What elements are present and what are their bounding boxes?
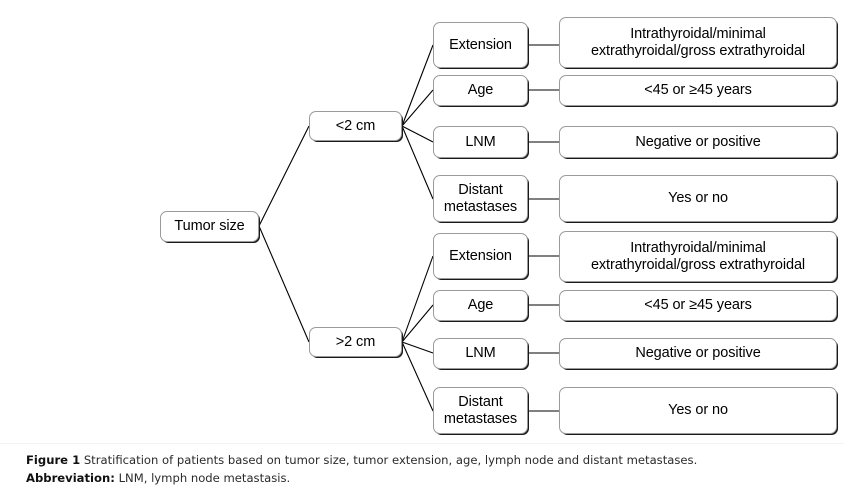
node-values-distant-metastases-lt2-label: Yes or no bbox=[668, 190, 728, 207]
edge-lt2-to-extension bbox=[401, 44, 434, 127]
node-tumor-size[interactable]: Tumor size bbox=[160, 211, 259, 242]
node-factor-age-gt2-label: Age bbox=[467, 297, 494, 314]
node-factor-age-lt2-label: Age bbox=[467, 82, 494, 99]
caption-abbreviation-line: Abbreviation: LNM, lymph node metastasis… bbox=[26, 470, 836, 488]
node-values-distant-metastases-lt2[interactable]: Yes or no bbox=[559, 175, 837, 222]
edge-gt2-to-distant bbox=[401, 341, 434, 412]
node-values-age-gt2-label: <45 or ≥45 years bbox=[644, 297, 752, 314]
node-tumor-size-label: Tumor size bbox=[174, 218, 245, 235]
node-factor-extension-lt2-label: Extension bbox=[449, 36, 512, 53]
node-factor-lnm-gt2-label: LNM bbox=[465, 345, 496, 362]
caption-abbreviation-lead: Abbreviation: bbox=[26, 470, 115, 485]
node-values-age-lt2-label: <45 or ≥45 years bbox=[644, 82, 752, 99]
node-values-extension-lt2-label: Intrathyroidal/minimal extrathyroidal/gr… bbox=[590, 25, 806, 59]
caption-figure-text: Stratification of patients based on tumo… bbox=[80, 453, 698, 467]
figure-diagram: Tumor size <2 cm >2 cm Extension Intrath… bbox=[160, 17, 837, 434]
node-values-lnm-lt2-label: Negative or positive bbox=[635, 133, 761, 150]
edge-gt2-to-lnm bbox=[401, 341, 434, 354]
node-factor-distant-metastases-lt2[interactable]: Distant metastases bbox=[433, 175, 528, 222]
edge-lt2-to-lnm bbox=[401, 125, 434, 143]
node-factor-distant-metastases-gt2[interactable]: Distant metastases bbox=[433, 387, 528, 434]
node-factor-lnm-lt2[interactable]: LNM bbox=[433, 126, 528, 158]
node-size-lt-2cm[interactable]: <2 cm bbox=[309, 111, 402, 141]
edge-lt2-to-distant bbox=[401, 125, 434, 200]
node-factor-distant-metastases-gt2-label: Distant metastases bbox=[443, 393, 518, 427]
edge-gt2-to-extension bbox=[401, 255, 434, 343]
node-values-lnm-gt2[interactable]: Negative or positive bbox=[559, 338, 837, 369]
node-size-lt-2cm-label: <2 cm bbox=[335, 117, 376, 134]
edge-lt2-to-age bbox=[401, 89, 434, 127]
node-factor-distant-metastases-lt2-label: Distant metastases bbox=[443, 181, 518, 215]
node-factor-extension-lt2[interactable]: Extension bbox=[433, 22, 528, 68]
node-factor-extension-gt2[interactable]: Extension bbox=[433, 233, 528, 279]
node-values-age-gt2[interactable]: <45 or ≥45 years bbox=[559, 290, 837, 321]
node-values-distant-metastases-gt2[interactable]: Yes or no bbox=[559, 387, 837, 434]
caption-divider bbox=[0, 443, 844, 444]
node-factor-age-gt2[interactable]: Age bbox=[433, 290, 528, 321]
node-size-gt-2cm[interactable]: >2 cm bbox=[309, 327, 402, 357]
node-factor-lnm-lt2-label: LNM bbox=[465, 133, 496, 150]
caption-abbreviation-text: LNM, lymph node metastasis. bbox=[114, 470, 291, 485]
node-factor-lnm-gt2[interactable]: LNM bbox=[433, 338, 528, 369]
caption-figure-line: Figure 1 Stratification of patients base… bbox=[26, 452, 836, 470]
node-size-gt-2cm-label: >2 cm bbox=[335, 333, 376, 350]
node-values-age-lt2[interactable]: <45 or ≥45 years bbox=[559, 75, 837, 106]
edge-root-to-gt2 bbox=[258, 225, 310, 343]
edge-root-to-lt2 bbox=[258, 125, 310, 227]
node-factor-age-lt2[interactable]: Age bbox=[433, 75, 528, 106]
caption-figure-lead: Figure 1 bbox=[26, 453, 81, 467]
figure-caption: Figure 1 Stratification of patients base… bbox=[26, 452, 836, 488]
edge-gt2-to-age bbox=[401, 304, 434, 343]
node-values-distant-metastases-gt2-label: Yes or no bbox=[668, 402, 728, 419]
node-values-lnm-gt2-label: Negative or positive bbox=[635, 345, 761, 362]
node-values-extension-lt2[interactable]: Intrathyroidal/minimal extrathyroidal/gr… bbox=[559, 17, 837, 68]
node-factor-extension-gt2-label: Extension bbox=[449, 247, 512, 264]
node-values-extension-gt2-label: Intrathyroidal/minimal extrathyroidal/gr… bbox=[590, 239, 806, 273]
node-values-extension-gt2[interactable]: Intrathyroidal/minimal extrathyroidal/gr… bbox=[559, 231, 837, 282]
node-values-lnm-lt2[interactable]: Negative or positive bbox=[559, 126, 837, 158]
